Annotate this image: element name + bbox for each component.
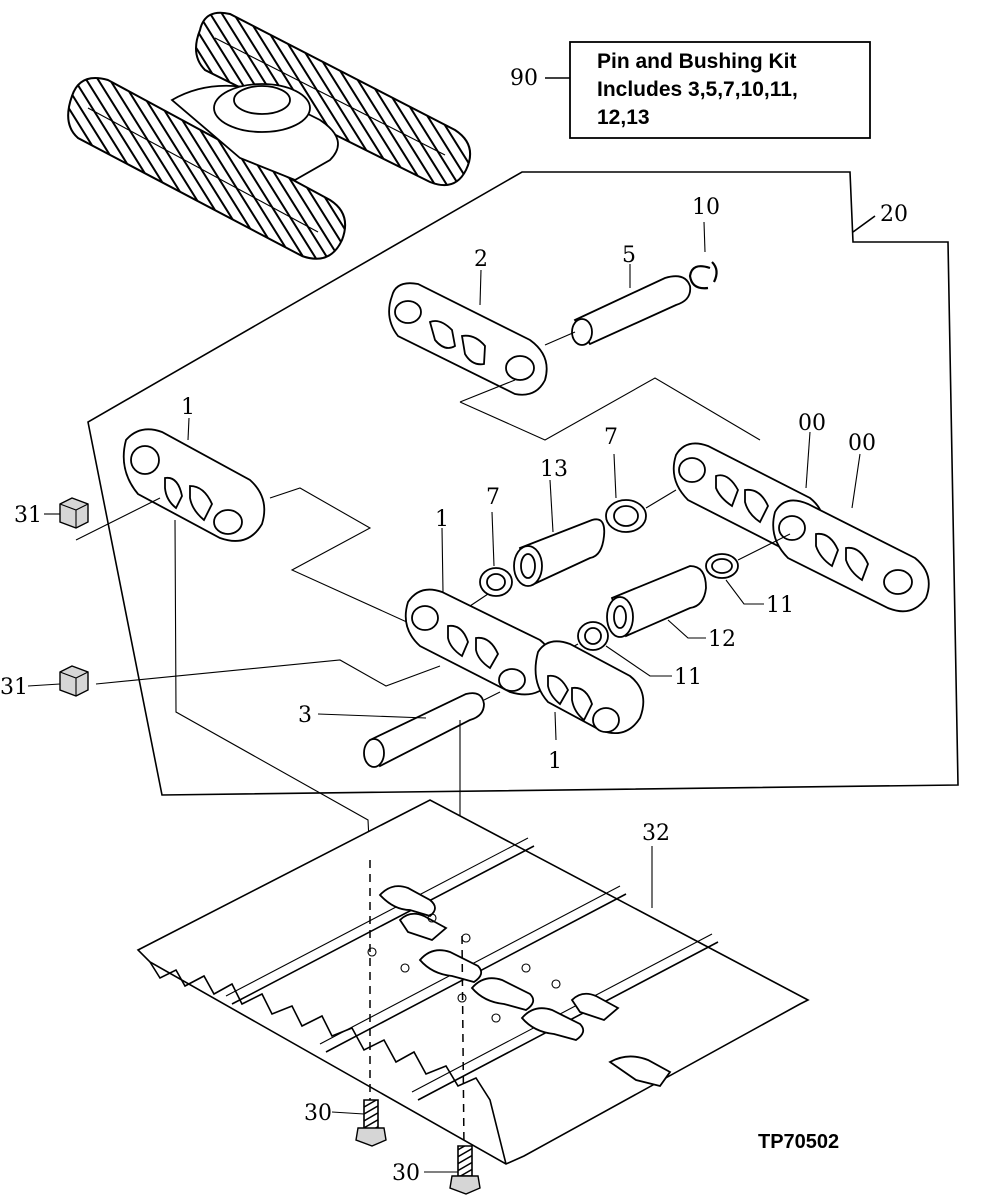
callout-7-mid: 7 <box>486 485 500 510</box>
kit-box: Pin and Bushing Kit Includes 3,5,7,10,11… <box>510 41 871 139</box>
leader-31-bottom <box>27 683 61 687</box>
leader-7-top <box>613 453 617 499</box>
snap-ring-10 <box>688 261 718 290</box>
callout-31-bottom: 31 <box>0 675 28 700</box>
bolt-30-lower <box>449 1145 481 1195</box>
leader-11-right <box>725 579 764 605</box>
callout-5: 5 <box>622 243 636 268</box>
callout-1-top: 1 <box>181 395 195 420</box>
callout-2: 2 <box>474 247 488 272</box>
callout-20: 20 <box>880 202 908 227</box>
link-1-center-b <box>534 640 645 734</box>
assembly-outline-20 <box>87 171 959 796</box>
callout-10: 10 <box>692 195 720 220</box>
leader-11-mid <box>605 645 672 677</box>
callout-00-b: 00 <box>848 431 876 456</box>
track-shoe-32 <box>136 799 810 1165</box>
link-1-left <box>122 428 266 542</box>
pin-5 <box>544 275 692 346</box>
leader-13 <box>549 479 554 533</box>
nut-31-bottom <box>59 665 89 697</box>
leader-00-b <box>851 453 861 509</box>
leader-10 <box>703 221 706 253</box>
callout-7-top: 7 <box>604 425 618 450</box>
leader-1-mid <box>441 527 444 593</box>
kit-box-line-2: Includes 3,5,7,10,11, <box>597 78 798 101</box>
link-2 <box>388 282 548 396</box>
callout-12: 12 <box>708 627 736 652</box>
leader-2 <box>479 269 482 306</box>
leader-3 <box>317 713 427 719</box>
nut-31-top <box>59 497 89 529</box>
kit-box-line-3: 12,13 <box>597 106 650 129</box>
leader-1-bot <box>554 711 557 741</box>
leader-12 <box>667 619 706 639</box>
callout-3: 3 <box>298 703 312 728</box>
seal-11-right <box>705 553 739 579</box>
link-00-lower <box>772 499 930 613</box>
callout-00-a: 00 <box>798 411 826 436</box>
leader-20 <box>852 215 876 233</box>
bushing-12 <box>606 565 707 638</box>
callout-13: 13 <box>540 457 568 482</box>
bolt-30-upper <box>355 1099 387 1147</box>
pin-3 <box>363 691 501 768</box>
callout-1-mid: 1 <box>435 507 449 532</box>
figure-id: TP70502 <box>758 1131 839 1153</box>
leader-00-a <box>805 431 811 489</box>
kit-box-line-1: Pin and Bushing Kit <box>597 50 797 73</box>
undercarriage-thumbnail <box>67 11 472 260</box>
kit-box-frame <box>569 41 871 139</box>
seal-7-lower <box>479 567 513 597</box>
leader-30-upper <box>331 1111 365 1115</box>
bushing-13 <box>513 518 606 587</box>
seal-7-upper <box>605 499 647 533</box>
callout-30-lower: 30 <box>392 1161 420 1186</box>
leader-1-top <box>187 417 190 441</box>
callout-30-upper: 30 <box>304 1101 332 1126</box>
callout-90: 90 <box>510 66 538 91</box>
callout-11-right: 11 <box>766 593 794 618</box>
callout-11-mid: 11 <box>674 665 702 690</box>
callout-32: 32 <box>642 821 670 846</box>
callout-1-bot: 1 <box>548 749 562 774</box>
callout-31-top: 31 <box>14 503 42 528</box>
link-1-center-a <box>404 588 555 696</box>
leader-7-mid <box>491 511 495 567</box>
seal-11-middle <box>577 621 609 651</box>
